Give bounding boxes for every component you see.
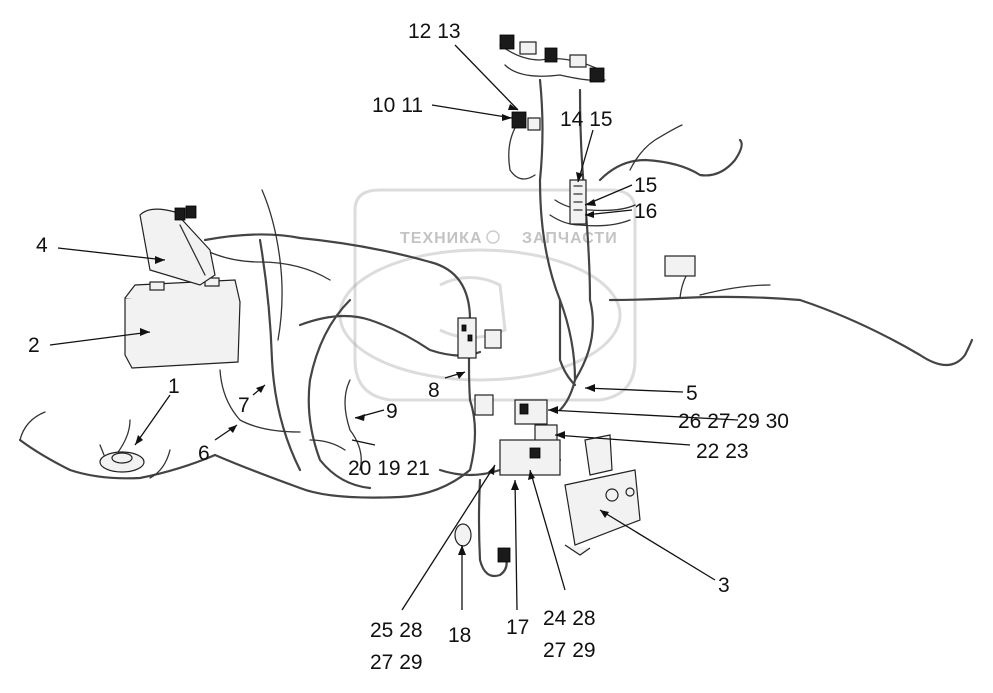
fuse-block [457, 317, 502, 359]
horn [99, 444, 145, 473]
callout-5: 5 [686, 382, 698, 405]
callout-25-28-sub: 27 29 [370, 651, 423, 674]
gear-icon [486, 230, 500, 244]
callout-24-28: 24 28 [543, 607, 596, 630]
callout-25-28: 25 28 [370, 619, 423, 642]
callout-9: 9 [386, 400, 398, 423]
callout-7: 7 [238, 394, 250, 417]
connector-strip [569, 179, 587, 225]
control-module [664, 255, 696, 277]
callout-1: 1 [168, 375, 180, 398]
callout-12-13: 12 13 [408, 20, 461, 43]
callout-15: 15 [634, 174, 657, 197]
connector-cluster-top [499, 34, 605, 83]
callout-22-23: 22 23 [696, 440, 749, 463]
callout-6: 6 [198, 442, 210, 465]
callout-2: 2 [28, 334, 40, 357]
callout-26-27-29-30: 26 27 29 30 [678, 410, 789, 433]
callout-24-28-sub: 27 29 [543, 639, 596, 662]
watermark-text-left: ТЕХНИКА [400, 230, 483, 247]
arrowheads [135, 104, 609, 555]
leader-lines [49, 44, 739, 611]
callout-3: 3 [718, 574, 730, 597]
watermark-text-right: ЗАПЧАСТИ [522, 230, 618, 247]
callout-20-19-21: 20 19 21 [348, 457, 430, 480]
callouts: 1 2 3 4 5 6 7 8 9 10 11 12 13 14 15 15 1… [28, 20, 789, 674]
mounting-bracket [564, 434, 641, 556]
callout-4: 4 [36, 234, 48, 257]
callout-16: 16 [634, 200, 657, 223]
callout-8: 8 [428, 379, 440, 402]
callout-10-11: 10 11 [372, 94, 423, 117]
upper-harness [499, 44, 974, 412]
callout-17: 17 [506, 616, 529, 639]
callout-18: 18 [448, 624, 471, 647]
connector-10-11 [511, 111, 541, 131]
lower-parts [454, 478, 511, 578]
switch-cluster [474, 394, 561, 476]
battery [124, 277, 241, 369]
relay-plate [139, 205, 216, 286]
callout-14-15: 14 15 [560, 108, 613, 131]
